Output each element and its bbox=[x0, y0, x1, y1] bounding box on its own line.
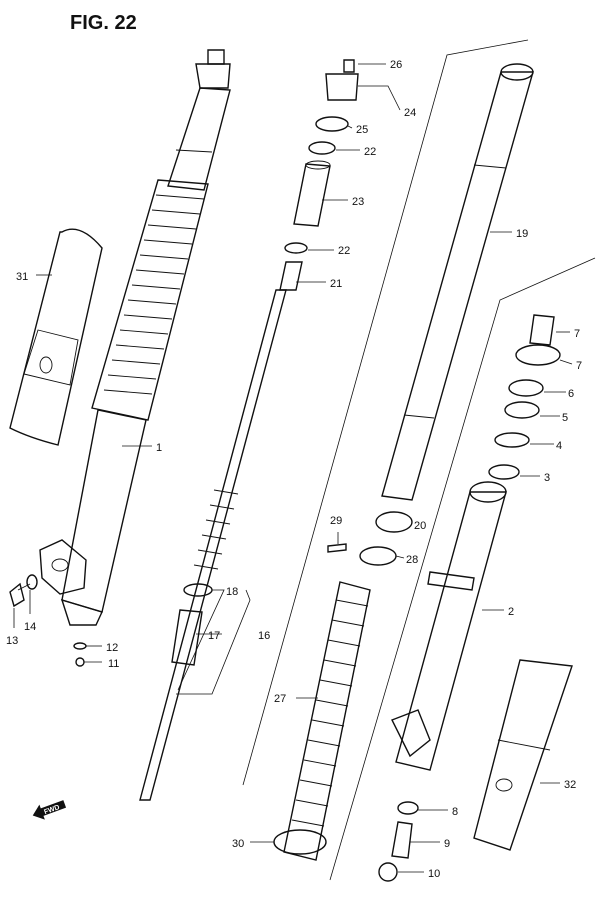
callout-labels: 26 24 25 22 23 22 21 19 31 1 7 7 6 5 4 3… bbox=[6, 59, 582, 880]
inner-tube-right bbox=[381, 63, 534, 501]
washer-12-and-screw-11 bbox=[73, 642, 87, 667]
part-22-washer-top bbox=[308, 141, 336, 155]
callout-6: 6 bbox=[568, 388, 574, 400]
callout-14: 14 bbox=[24, 621, 36, 633]
boot-ridges-right bbox=[291, 599, 369, 827]
part-20-bushing bbox=[375, 511, 413, 533]
fwd-label: FWD bbox=[43, 804, 60, 816]
callout-4: 4 bbox=[556, 440, 562, 452]
callout-16: 16 bbox=[258, 630, 270, 642]
callout-26: 26 bbox=[390, 59, 402, 71]
fork-assembly-left bbox=[39, 49, 231, 626]
part-7a-cap bbox=[529, 314, 555, 346]
leader-lines bbox=[13, 63, 573, 873]
callout-2: 2 bbox=[508, 606, 514, 618]
callout-20: 20 bbox=[414, 520, 426, 532]
part-4-bushing bbox=[494, 432, 530, 448]
callout-22-top: 22 bbox=[364, 146, 376, 158]
part-22-washer-lower bbox=[284, 242, 308, 254]
part-29-bolt bbox=[327, 543, 347, 553]
callout-10: 10 bbox=[428, 868, 440, 880]
callout-11: 11 bbox=[108, 658, 119, 670]
part-21-spring-short bbox=[279, 261, 303, 291]
callout-17: 17 bbox=[208, 630, 220, 642]
arrow-left-icon bbox=[32, 800, 67, 820]
callout-23: 23 bbox=[352, 196, 364, 208]
callout-5: 5 bbox=[562, 412, 568, 424]
callout-8: 8 bbox=[452, 806, 458, 818]
center-top-parts bbox=[279, 59, 359, 291]
part-24-cap bbox=[325, 73, 359, 101]
part-23-spacer bbox=[293, 163, 331, 227]
part-6-seal bbox=[508, 379, 544, 397]
callout-3: 3 bbox=[544, 472, 550, 484]
part-28-clamp bbox=[359, 546, 397, 566]
callout-7b: 7 bbox=[576, 360, 582, 372]
callout-9: 9 bbox=[444, 838, 450, 850]
part-5-washer bbox=[504, 401, 540, 419]
part-17-bushing bbox=[171, 609, 203, 666]
callout-18: 18 bbox=[226, 586, 238, 598]
callout-1: 1 bbox=[156, 442, 162, 454]
callout-19: 19 bbox=[516, 228, 528, 240]
callout-22-lower: 22 bbox=[338, 245, 350, 257]
callout-7a: 7 bbox=[574, 328, 580, 340]
fwd-badge: FWD bbox=[32, 800, 67, 820]
group-boundary-lines bbox=[242, 39, 596, 881]
part-3-bushing bbox=[488, 464, 520, 480]
callout-24: 24 bbox=[404, 107, 416, 119]
boot-ridges-left bbox=[103, 194, 205, 395]
callout-31: 31 bbox=[16, 271, 28, 283]
bolt-13-and-washer-14 bbox=[9, 574, 38, 608]
callout-29: 29 bbox=[330, 515, 342, 527]
callout-27: 27 bbox=[274, 693, 286, 705]
callout-21: 21 bbox=[330, 278, 342, 290]
part-30-clamp bbox=[273, 829, 327, 855]
callout-12: 12 bbox=[106, 642, 118, 654]
callout-13: 13 bbox=[6, 635, 18, 647]
callout-28: 28 bbox=[406, 554, 418, 566]
right-small-parts bbox=[327, 314, 561, 566]
callout-25: 25 bbox=[356, 124, 368, 136]
callout-30: 30 bbox=[232, 838, 244, 850]
part-18-ring bbox=[183, 583, 213, 597]
part-25-oring bbox=[315, 116, 349, 132]
outer-tube-right bbox=[391, 481, 507, 771]
callout-32: 32 bbox=[564, 779, 576, 791]
fork-guard-right bbox=[473, 659, 573, 851]
bottom-parts-8-9-10 bbox=[378, 801, 419, 882]
part-26-plug bbox=[343, 59, 355, 73]
damper-rod-and-spring bbox=[139, 289, 287, 801]
boot-right bbox=[273, 581, 371, 861]
figure-title: FIG. 22 bbox=[70, 12, 137, 34]
part-7b-clip bbox=[515, 344, 561, 366]
fork-spring bbox=[193, 489, 239, 570]
fork-guard-left bbox=[9, 228, 103, 446]
